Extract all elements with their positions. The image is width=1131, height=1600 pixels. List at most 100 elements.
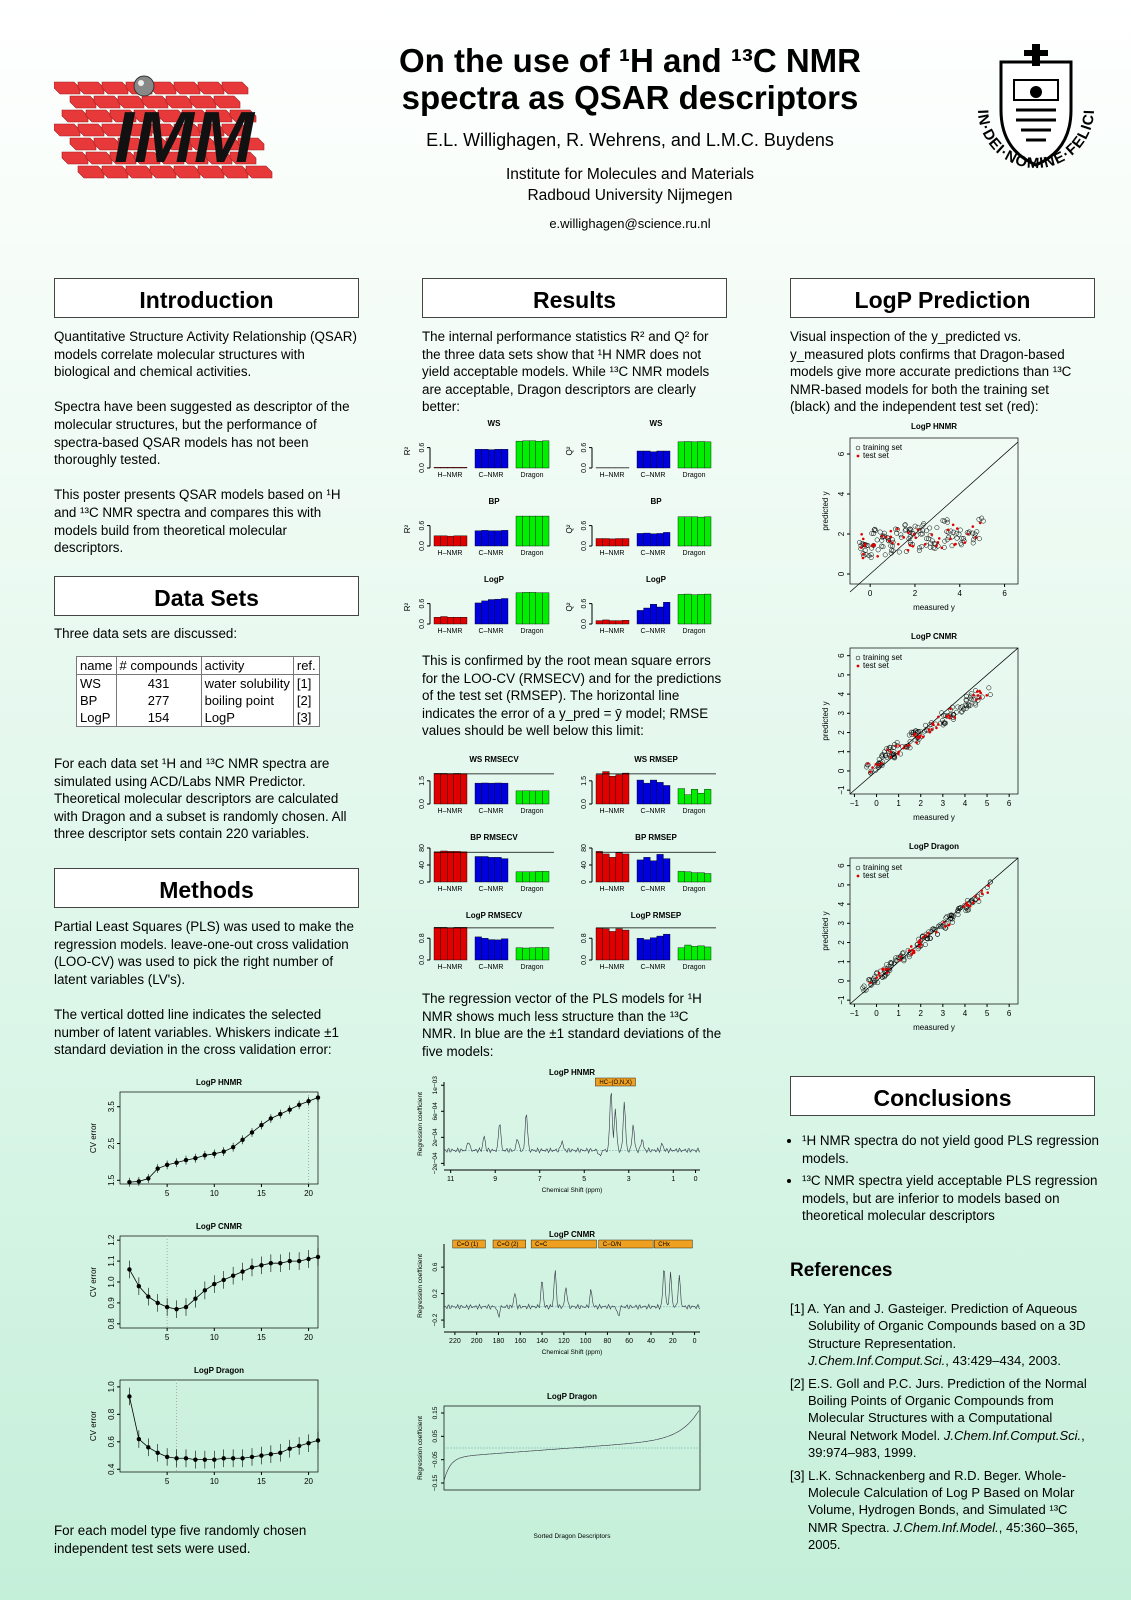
chart-title: LogP Dragon [909,842,959,851]
cv-point [164,1454,170,1460]
x-tick-label: Dragon [521,472,544,479]
training-point [920,527,926,533]
bar [684,593,692,625]
bar [515,790,523,805]
bar [460,616,468,625]
bar [602,928,610,961]
test-point [886,967,890,971]
training-point [925,936,931,942]
cv-point [221,1456,226,1461]
bar [515,440,523,469]
y-axis-label: predicted y [821,701,830,740]
test-point [902,536,906,539]
bar [595,851,603,883]
y-tick-label: −0.2 [432,1313,439,1326]
training-point [932,546,938,551]
logo-brick [61,109,89,123]
logo-brick [197,81,225,95]
y-tick-label: 0.6 [419,443,426,453]
bar [663,450,671,469]
training-point [984,884,990,890]
test-point [871,766,874,769]
x-tick-label: 6 [1007,799,1012,808]
y-tick-label: −1 [837,785,846,795]
bar [542,790,550,805]
logo-brick [221,81,249,95]
training-point [966,530,972,536]
x-tick-label: H–NMR [600,628,625,635]
bar [528,515,536,547]
x-tick-label: 180 [493,1338,505,1345]
training-point [924,536,929,542]
chart-title: WS [488,420,502,428]
bar [447,467,455,469]
test-point [949,707,952,711]
logo-brick [229,151,257,165]
x-tick-label: Dragon [521,964,544,971]
training-point [961,536,967,541]
training-point [871,542,876,548]
bar [677,594,685,625]
y-tick-label: 0.6 [107,1436,116,1448]
x-tick-label: C–NMR [641,550,666,557]
test-point [937,715,940,719]
logo-brick [181,151,209,165]
bar [440,467,448,469]
x-tick-label: 1 [671,1176,675,1183]
test-point [942,920,946,924]
x-tick-label: H–NMR [600,886,625,893]
region-band [598,1239,654,1249]
y-tick-label: 1.0 [107,1381,116,1393]
training-point [976,516,982,522]
region-label: C=O (1) [457,1242,479,1248]
x-tick-label: 20 [304,1189,313,1198]
training-point [941,518,947,524]
x-tick-label: Dragon [683,808,706,815]
bar [643,857,651,883]
test-point [948,923,951,926]
bar [494,857,502,883]
x-axis-label: measured y [913,603,955,612]
plot-frame [119,1091,319,1185]
bar [677,947,685,961]
bar [663,532,671,547]
test-point [891,541,894,545]
training-point [974,529,980,535]
y-tick-label: 2 [837,531,846,536]
bar [684,441,692,469]
y-tick-label: 40 [419,861,426,869]
legend-marker-train [855,865,861,871]
bar [677,871,685,883]
test-point [945,715,949,718]
training-point [972,700,978,706]
bar [501,858,509,883]
training-point [896,549,902,555]
cv-point [278,1260,283,1266]
test-point [906,548,910,552]
x-tick-label: C–NMR [641,628,666,635]
bar [474,782,482,805]
y-tick-label: 0.0 [581,955,588,965]
training-point [958,540,964,546]
cv-point [183,1456,189,1461]
cv-point [146,1176,151,1181]
contact-email[interactable]: e.willighagen@science.ru.nl [549,216,711,231]
training-point [970,900,976,905]
cv-point [127,1267,132,1272]
test-point [956,527,959,530]
bar [649,937,657,961]
training-point [959,535,965,541]
test-point [860,532,863,536]
bar [663,858,671,883]
test-point [916,735,920,739]
test-point [869,981,872,985]
bar [515,947,523,961]
y-tick-label: 1.5 [581,776,588,786]
logo-brick [133,109,161,123]
reference-item: [2] E.S. Goll and P.C. Jurs. Prediction … [790,1375,1087,1461]
bar [501,530,509,547]
y-tick-label: 3 [837,921,846,926]
test-point [861,537,865,541]
test-point [918,735,921,739]
